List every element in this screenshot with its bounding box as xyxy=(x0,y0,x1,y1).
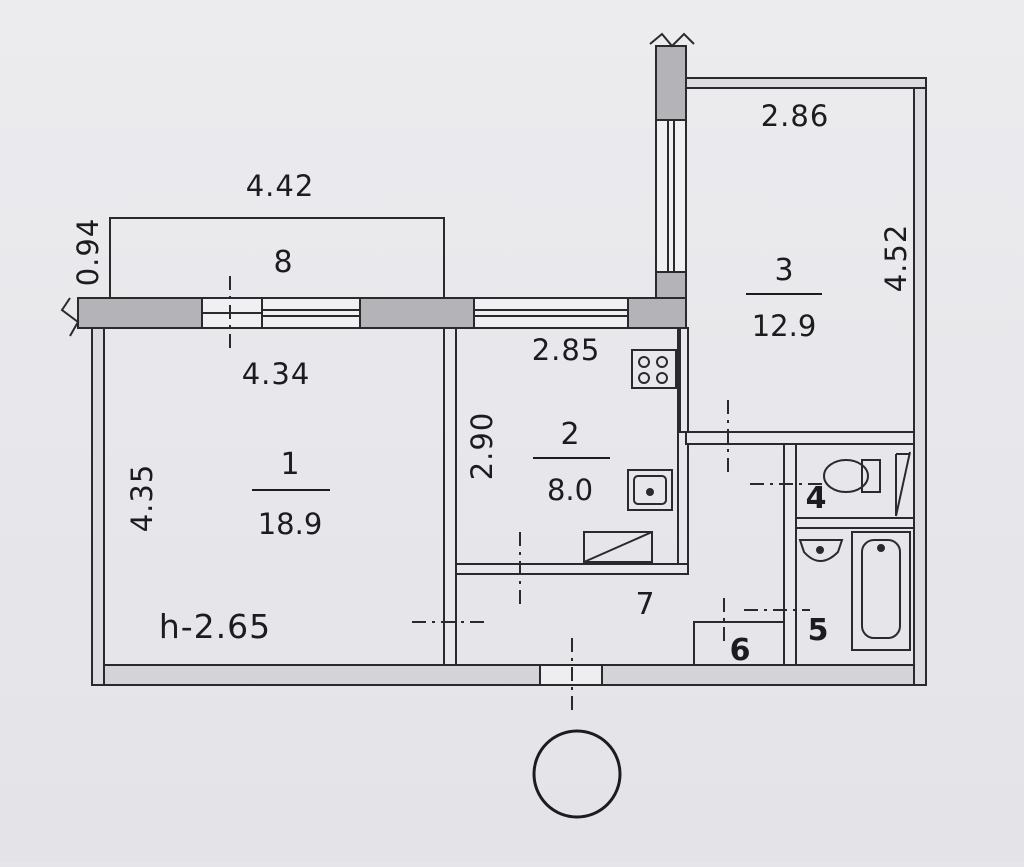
room1-area: 18.9 xyxy=(258,507,323,541)
outer-walls xyxy=(91,77,927,686)
right-wall xyxy=(913,77,927,686)
room3-area: 12.9 xyxy=(752,309,817,343)
window-wall xyxy=(77,297,687,329)
room8-number: 8 xyxy=(273,245,292,280)
left-wall xyxy=(91,327,105,686)
window-d xyxy=(655,119,687,273)
wall-segment-a xyxy=(77,297,203,329)
balcony-length-label: 4.42 xyxy=(246,169,315,203)
window-c xyxy=(473,297,629,329)
window-b xyxy=(261,297,361,329)
room3-width-label: 2.86 xyxy=(761,99,830,133)
sink-icon xyxy=(627,469,673,511)
room2-area: 8.0 xyxy=(547,473,593,507)
wall-corner-upper xyxy=(655,271,687,299)
room6-number: 6 xyxy=(730,633,751,668)
kitchen-width-label: 2.85 xyxy=(532,333,601,367)
interior-walls xyxy=(443,327,915,686)
room1-number: 1 xyxy=(280,447,299,482)
room1-width-label: 4.34 xyxy=(242,357,311,391)
countertop-icon xyxy=(583,531,653,563)
wall-corner xyxy=(627,297,687,329)
kitchen-depth-label: 2.90 xyxy=(465,412,499,481)
room3-bottom-wall xyxy=(685,431,915,445)
break-mark-top xyxy=(649,32,695,48)
bath-partition xyxy=(783,443,797,666)
room3-left-wall xyxy=(649,32,695,299)
north-circle-icon xyxy=(532,729,622,819)
wall-segment-c xyxy=(655,45,687,121)
closet-6-wall xyxy=(693,621,784,665)
wall-segment-b xyxy=(359,297,475,329)
balcony-depth-label: 0.94 xyxy=(71,218,105,287)
balcony-rail xyxy=(109,217,445,298)
ceiling-height-label: h-2.65 xyxy=(159,607,271,646)
kitchen-bottom-wall xyxy=(455,563,689,575)
toilet-icon xyxy=(823,451,911,517)
toilet-bath-divider xyxy=(795,517,915,529)
room4-number: 4 xyxy=(806,481,827,516)
break-mark-left xyxy=(60,297,80,337)
room1-depth-label: 4.35 xyxy=(125,464,159,533)
room3-number: 3 xyxy=(774,253,793,288)
bottom-wall xyxy=(91,664,927,686)
door-markers xyxy=(229,276,828,712)
room2-number: 2 xyxy=(560,417,579,452)
washbasin-icon xyxy=(798,539,844,562)
room5-number: 5 xyxy=(808,613,829,648)
room3-depth-label: 4.52 xyxy=(879,224,913,293)
room7-number: 7 xyxy=(635,587,654,622)
partition-1-2 xyxy=(443,327,457,666)
room3-left-lower xyxy=(679,327,689,433)
balcony-outline xyxy=(109,217,445,298)
room3-top-wall xyxy=(685,77,927,89)
bathtub-icon xyxy=(851,531,911,651)
stove-icon xyxy=(631,349,677,389)
